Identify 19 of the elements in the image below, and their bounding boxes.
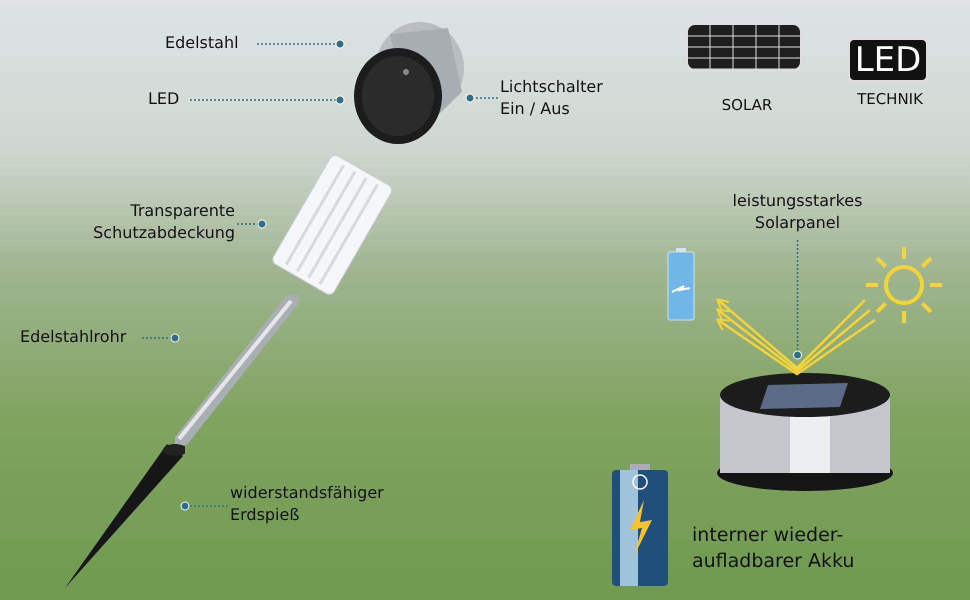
callout-label: Lichtschalter Ein / Aus (500, 76, 615, 120)
leader-line (257, 40, 344, 48)
callout-label: Edelstahlrohr (20, 326, 140, 350)
callout-label: widerstandsfähiger Erdspieß (230, 482, 415, 530)
leader-line (793, 240, 802, 360)
tube-drawing (175, 295, 300, 445)
leader-line (180, 502, 228, 510)
leader-line (466, 94, 498, 102)
battery-caption: interner wieder- aufladbarer Akku (692, 523, 856, 574)
icon-caption: TECHNIK (856, 89, 924, 110)
icon-caption: SOLAR (720, 95, 774, 116)
callout-label: LED (148, 88, 188, 112)
callout-label: leistungsstarkes Solarpanel (710, 190, 885, 238)
leader-line (237, 220, 266, 228)
callout-label: Edelstahl (165, 32, 255, 56)
leader-line (190, 96, 344, 104)
led-sign: LED (848, 38, 928, 82)
leader-line (142, 334, 180, 342)
callout-label: Transparente Schutzabdeckung (30, 200, 235, 248)
